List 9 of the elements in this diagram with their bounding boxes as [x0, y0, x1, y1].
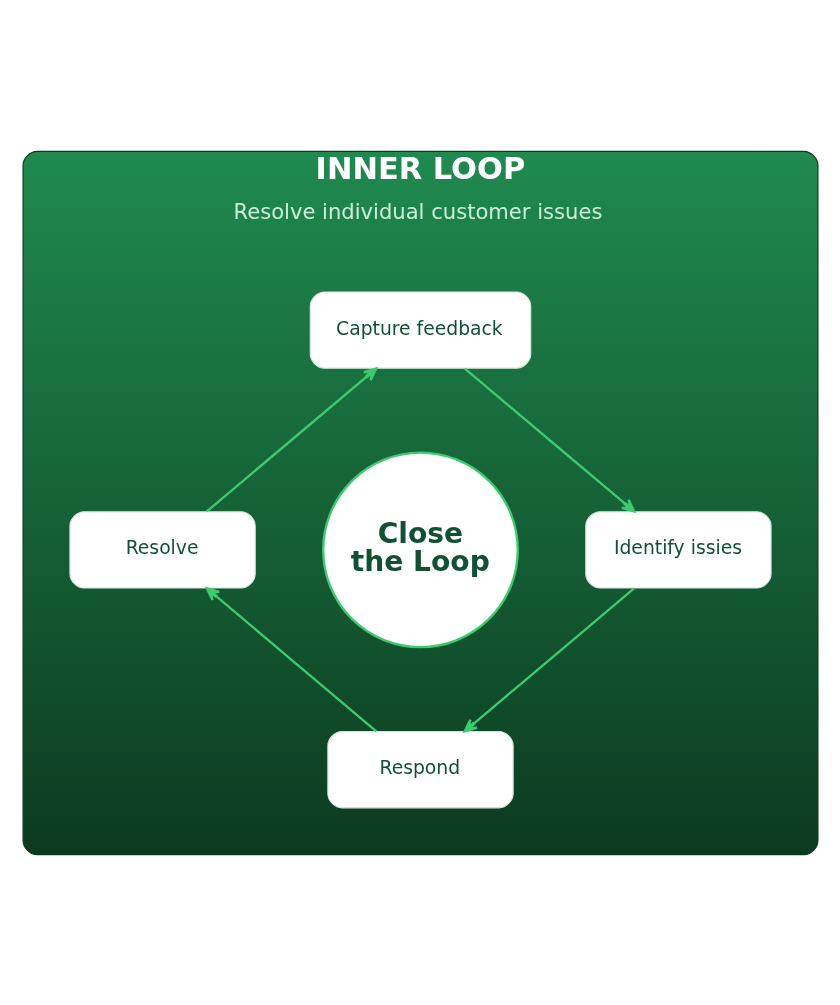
arrow [205, 586, 377, 732]
arrow [463, 367, 635, 513]
node-box: Identify issies [584, 510, 772, 589]
node-box: Capture feedback [309, 290, 531, 369]
node-box: Respond [326, 730, 514, 808]
arrow [205, 366, 377, 512]
node-circle: Close the Loop [321, 450, 519, 648]
arrow [463, 587, 635, 732]
node-box: Resolve [68, 510, 256, 589]
